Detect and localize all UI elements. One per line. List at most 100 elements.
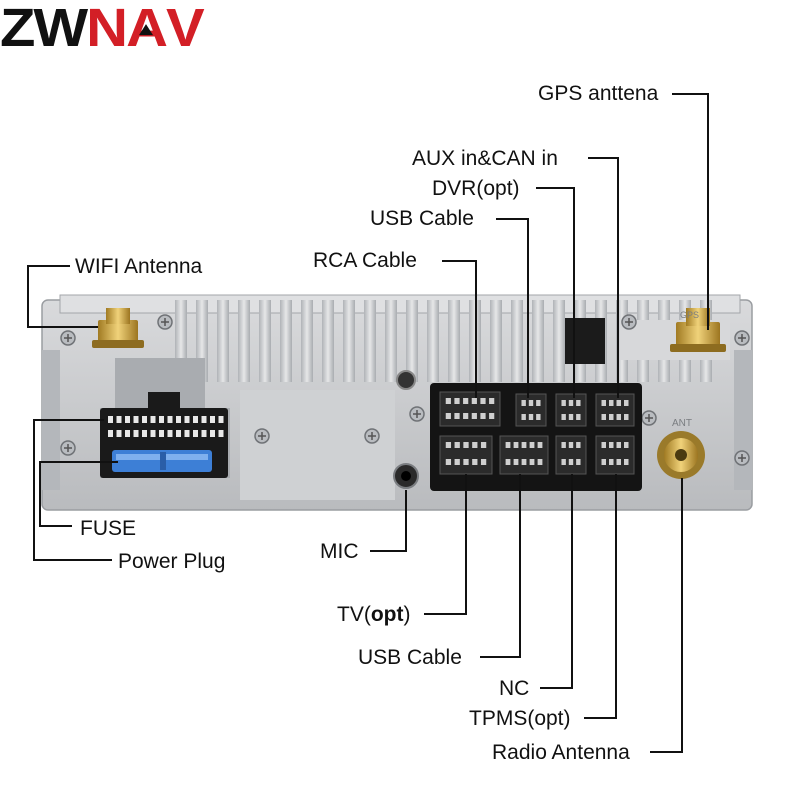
- connector-pin: [576, 459, 581, 465]
- logo-n: N: [86, 0, 128, 59]
- connector-pin: [150, 416, 156, 423]
- connector-pin: [218, 416, 224, 423]
- connector-pin: [505, 459, 511, 465]
- connector-pin: [116, 430, 122, 437]
- connector-pin: [505, 442, 511, 448]
- label-tv: TV(opt): [337, 604, 410, 625]
- connector-pin: [108, 430, 113, 437]
- power-plug-connector: [100, 358, 230, 478]
- connector-pin: [454, 398, 460, 404]
- connector-socket: [595, 435, 635, 475]
- connector-pin: [568, 459, 574, 465]
- connector-socket: [439, 391, 501, 427]
- connector-pin: [561, 400, 566, 406]
- connector-pin: [624, 459, 629, 465]
- heat-fin: [406, 300, 418, 382]
- connector-pin: [568, 442, 574, 448]
- connector-pin: [601, 414, 606, 420]
- label-nc: NC: [499, 677, 530, 700]
- heat-fin: [448, 300, 460, 382]
- logo-v: V: [165, 0, 205, 59]
- connector-pin: [480, 398, 486, 404]
- leader-lines: [27, 93, 709, 753]
- connector-pin: [521, 414, 526, 420]
- connector-pin: [489, 398, 495, 404]
- connector-pin: [201, 430, 207, 437]
- connector-pin: [210, 430, 215, 437]
- connector-block: [430, 383, 642, 491]
- connector-pin: [184, 416, 190, 423]
- connector-pin: [445, 413, 451, 419]
- connector-pin: [201, 416, 207, 423]
- screws: [60, 314, 750, 466]
- heat-fin: [280, 300, 292, 382]
- connector-pin: [463, 413, 469, 419]
- connector-pin: [536, 400, 541, 406]
- connector-pin: [561, 442, 566, 448]
- label-dvr: DVR(opt): [432, 177, 520, 200]
- connector-pin: [489, 413, 495, 419]
- connector-pin: [480, 442, 487, 448]
- logo-zw: ZW: [0, 0, 88, 59]
- connector-pin: [218, 430, 224, 437]
- connector-pin: [601, 442, 606, 448]
- connector-pin: [616, 442, 621, 448]
- connector-pin: [576, 414, 581, 420]
- connector-pin: [561, 459, 566, 465]
- label-radio-antenna: Radio Antenna: [492, 741, 630, 764]
- connector-pin: [536, 414, 541, 420]
- connector-pin: [609, 400, 614, 406]
- connector-pin: [463, 459, 469, 465]
- connector-socket: [439, 435, 493, 475]
- heat-fin: [385, 300, 397, 382]
- connector-pin: [601, 400, 606, 406]
- connector-pin: [193, 416, 198, 423]
- label-rca-cable: RCA Cable: [313, 249, 417, 272]
- connector-pin: [116, 416, 122, 423]
- connector-pin: [480, 459, 487, 465]
- connector-pin: [568, 414, 574, 420]
- fuse: [112, 450, 212, 472]
- connector-pin: [529, 442, 535, 448]
- connector-socket: [515, 393, 547, 427]
- heat-fin: [532, 300, 544, 382]
- top-port-block: [565, 318, 605, 364]
- gps-mark: GPS: [680, 310, 699, 320]
- heat-fin: [217, 300, 229, 382]
- connector-pin: [576, 400, 581, 406]
- connector-pin: [454, 442, 460, 448]
- connector-pin: [601, 459, 606, 465]
- connector-socket: [499, 435, 549, 475]
- connector-pin: [513, 459, 519, 465]
- radio-antenna-connector: ANT: [657, 418, 705, 479]
- heat-fin: [364, 300, 376, 382]
- connector-pin: [184, 430, 190, 437]
- connector-pin: [529, 459, 535, 465]
- connector-pin: [616, 459, 621, 465]
- connector-pin: [445, 398, 451, 404]
- connector-socket: [555, 393, 587, 427]
- connector-socket: [555, 435, 587, 475]
- connector-pin: [463, 398, 469, 404]
- heat-fin: [238, 300, 250, 382]
- connector-pin: [513, 442, 519, 448]
- connector-pin: [167, 416, 173, 423]
- connector-pin: [624, 414, 629, 420]
- connector-pin: [445, 442, 452, 448]
- connector-pin: [561, 414, 566, 420]
- heat-fin: [511, 300, 523, 382]
- connector-pin: [142, 416, 147, 423]
- connector-pin: [568, 400, 574, 406]
- connector-pin: [521, 400, 526, 406]
- connector-pin: [125, 430, 130, 437]
- connector-pin: [528, 400, 534, 406]
- label-gps-antenna: GPS anttena: [538, 82, 659, 105]
- label-aux-can: AUX in&CAN in: [412, 147, 558, 170]
- connector-pin: [210, 416, 215, 423]
- connector-pin: [609, 414, 614, 420]
- label-tv-prefix: TV(: [337, 603, 371, 626]
- mic-jack: [393, 463, 419, 489]
- ant-mark: ANT: [672, 418, 692, 429]
